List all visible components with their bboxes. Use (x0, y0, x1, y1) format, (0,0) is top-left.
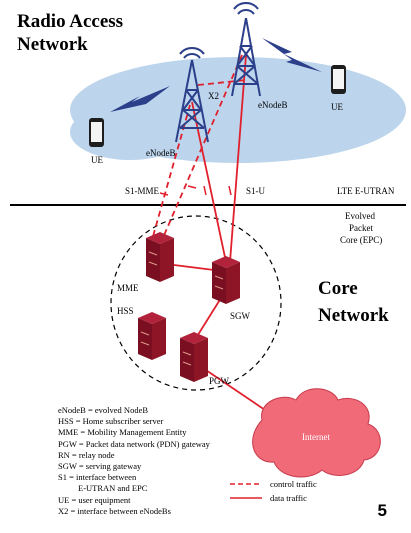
lte-eutran-label: LTE E-UTRAN (337, 186, 395, 196)
s1-u-label: S1-U (246, 186, 266, 196)
lightning-bolt-icon (110, 86, 170, 112)
enodeb-label: eNodeB (146, 148, 176, 158)
legend-item: PGW = Packet data network (PDN) gateway (58, 438, 210, 449)
page-number: 5 (377, 501, 387, 520)
radio-access-network-title: Radio Access Network (17, 11, 124, 55)
legend-item: E-UTRAN and EPC (78, 483, 148, 494)
internet-label: Internet (302, 432, 330, 442)
legend-item: HSS = Home subscriber server (58, 416, 164, 427)
ue-phone-icon (89, 118, 104, 147)
pgw-label: PGW (209, 376, 230, 386)
legend-item: UE = user equipment (58, 494, 131, 505)
core-network-title: Core Network (318, 278, 389, 326)
hss-label: HSS (117, 306, 134, 316)
epc-label: Evolved (345, 211, 375, 221)
mme-label: MME (117, 283, 139, 293)
ue-phone-icon (331, 65, 346, 94)
epc-label: Core (EPC) (340, 235, 382, 245)
enodeb-label: eNodeB (258, 100, 288, 110)
enodeb-tower-icon (231, 2, 261, 97)
ue-label: UE (91, 155, 103, 165)
legend-item: MME = Mobility Management Entity (58, 427, 187, 438)
legend-item: X2 = interface between eNodeBs (58, 505, 171, 516)
legend-item: S1 = interface between (58, 472, 137, 483)
x2-label: X2 (208, 91, 219, 101)
enodeb-tower-icon (175, 47, 209, 143)
internet-cloud-icon (252, 388, 381, 478)
sgw-label: SGW (230, 311, 251, 321)
control-traffic-legend-label: control traffic (270, 479, 317, 489)
pgw-server-icon (180, 332, 208, 382)
hss-server-icon (138, 312, 166, 360)
s1-mme-label: S1-MME (125, 186, 160, 196)
abbreviation-legend: eNodeB = evolved NodeB HSS = Home subscr… (58, 405, 210, 517)
legend-item: RN = relay node (58, 449, 115, 460)
ue-label: UE (331, 102, 343, 112)
legend-item: eNodeB = evolved NodeB (58, 405, 149, 415)
epc-boundary (110, 215, 282, 391)
mme-server-icon (146, 232, 174, 282)
legend-item: SGW = serving gateway (58, 461, 142, 472)
lightning-bolt-icon (262, 38, 322, 72)
epc-label: Packet (349, 223, 373, 233)
sgw-server-icon (212, 256, 240, 304)
data-traffic-legend-label: data traffic (270, 493, 307, 503)
